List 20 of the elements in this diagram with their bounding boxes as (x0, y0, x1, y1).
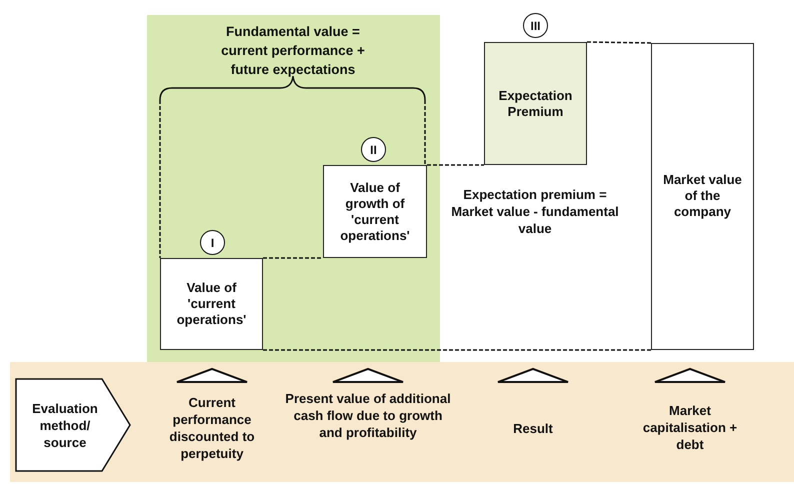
dashed-connector (263, 257, 323, 259)
market-value-bar: Market value of the company (651, 43, 754, 350)
highlight-panel (147, 15, 440, 362)
formula-text: Fundamental value = current performance + future expectations (220, 23, 366, 79)
value-bar: Value of growth of 'current operations' (323, 165, 427, 258)
roman-numeral-badge: II (361, 137, 386, 162)
dashed-connector (586, 41, 652, 44)
formula-text: Expectation premium = Market value - fundamental value (450, 186, 620, 237)
method-band (10, 362, 794, 482)
method-text: Current performance discounted to perpetuity (168, 394, 256, 462)
method-pentagon: Evaluation method/ source (15, 378, 131, 472)
method-text: Result (512, 420, 554, 437)
roman-numeral-badge: I (200, 230, 225, 255)
value-bar: Value of 'current operations' (160, 258, 263, 350)
premium-bar: Expectation Premium (484, 42, 587, 165)
dashed-connector (263, 349, 651, 351)
dashed-connector (427, 164, 484, 166)
roman-numeral-badge: III (523, 13, 548, 38)
method-text: Market capitalisation + debt (642, 402, 738, 453)
method-text: Present value of additional cash flow due to growth and profitability (284, 390, 452, 441)
